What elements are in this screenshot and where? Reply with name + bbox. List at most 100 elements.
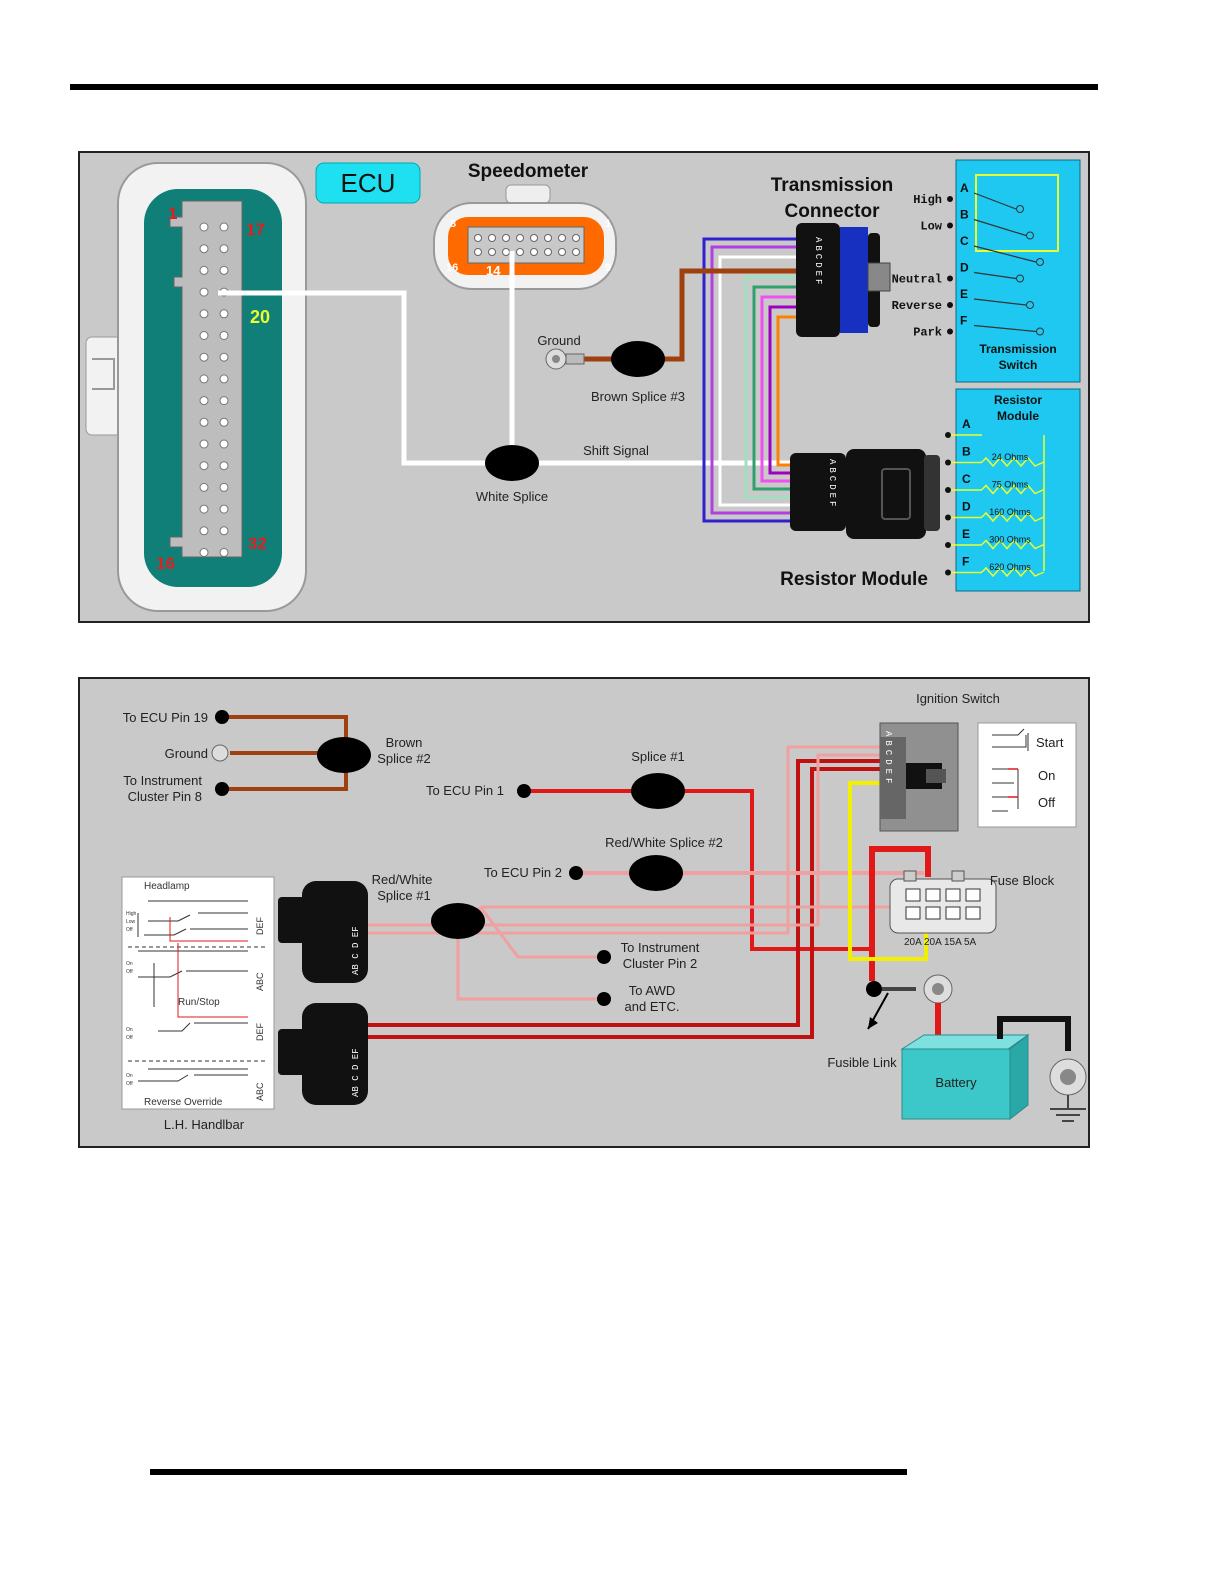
switch-contact	[1026, 301, 1034, 309]
speedometer-connector: Speedometer 8 1 16 14 9	[433, 161, 617, 290]
trans-switch-letter: E	[960, 287, 968, 301]
sw-on-3: On	[126, 1073, 133, 1079]
trans-switch-letter: A	[960, 181, 969, 195]
resistor-connector-pins: ABCDEF	[827, 459, 837, 509]
ground2: Ground	[165, 746, 208, 761]
ecu-pin	[219, 526, 229, 536]
switch-contact	[1036, 327, 1044, 336]
fuse-slot	[945, 888, 961, 902]
to-ecu-pin2: To ECU Pin 2	[484, 865, 562, 880]
wire-bundle	[702, 237, 798, 523]
switch-terminal	[947, 196, 953, 202]
handlebar-connector-bottom-pins: AB C D EF	[351, 1048, 361, 1097]
battery: Battery	[900, 1033, 1030, 1121]
ecu-pin	[199, 374, 209, 384]
speedo-pin-1: 1	[605, 218, 611, 230]
resistor-ohms-label: 24 Ohms	[992, 452, 1029, 462]
to-instrument-pin2-2: Cluster Pin 2	[623, 956, 697, 971]
speedometer-pin	[558, 248, 566, 256]
sw-off-3: Off	[126, 1035, 133, 1041]
ecu-pin	[199, 526, 209, 536]
speedo-pin-14: 14	[486, 263, 501, 278]
fuse-slot	[945, 906, 961, 920]
ecu-pin	[199, 265, 209, 275]
trans-switch-letter: F	[960, 314, 967, 328]
ignition-wiring-diagram: To ECU Pin 19 Ground To Instrument Clust…	[78, 677, 1090, 1148]
to-awd-1: To AWD	[629, 983, 675, 998]
ignition-legend: Start On Off	[977, 722, 1077, 828]
resistor-zigzag	[981, 566, 1045, 578]
fuse-rating: 20A	[904, 937, 922, 948]
handlebar-connector-top-pins: AB C D EF	[351, 926, 361, 975]
fuse-block-label: Fuse Block	[990, 873, 1055, 888]
resistor-letter: A	[962, 417, 971, 431]
sw-on-1: On	[126, 961, 133, 967]
sw-off-4: Off	[126, 1081, 133, 1087]
switch-terminal	[947, 302, 953, 308]
trans-switch-letter: C	[960, 234, 969, 248]
ecu-pin	[219, 374, 229, 384]
ignition-switch: Ignition Switch ABCDEF	[879, 691, 1000, 832]
handlebar-connector-bottom: AB C D EF	[278, 1003, 368, 1105]
sw-on-2: On	[126, 1027, 133, 1033]
battery-ground-wire	[997, 1016, 1071, 1051]
handlebar-connector-top: AB C D EF	[278, 881, 368, 983]
speedometer-pin	[572, 248, 580, 256]
ecu-pin	[219, 244, 229, 254]
resistor-terminal	[945, 514, 951, 521]
trans-switch-letter: D	[960, 261, 969, 275]
handlebar-title: L.H. Handlbar	[164, 1117, 245, 1132]
ecu-pin	[219, 482, 229, 492]
to-ecu-pin19: To ECU Pin 19	[123, 710, 208, 725]
ecu-pin	[219, 309, 229, 319]
speedo-pin-9: 9	[605, 262, 611, 274]
resistor-zigzag	[981, 456, 1045, 468]
transmission-switch-title-1: Transmission	[979, 342, 1056, 356]
speedometer-pin	[488, 234, 496, 242]
trans-switch-label: Low	[920, 220, 942, 234]
resistor-module-title-2: Module	[997, 409, 1039, 423]
resistor-ohms-label: 160 Ohms	[989, 507, 1031, 517]
switch-lever	[973, 218, 1027, 237]
to-instrument-pin2-1: To Instrument	[621, 940, 700, 955]
speedometer-pin	[488, 248, 496, 256]
speedometer-pin	[530, 248, 538, 256]
handlebar-reverse-override: Reverse Override	[144, 1097, 223, 1108]
speedo-pin-8: 8	[450, 218, 456, 230]
speedometer-pin	[502, 234, 510, 242]
handlebar-letters-4: ABC	[255, 1082, 265, 1101]
ground-terminal: Ground	[537, 333, 585, 370]
rw-splice1-label-1: Red/White	[372, 872, 433, 887]
speedometer-pin	[474, 234, 482, 242]
ecu-pin	[199, 396, 209, 406]
splice1-label: Splice #1	[631, 749, 684, 764]
transmission-connector-title-2: Connector	[785, 201, 881, 222]
ground-symbol	[1049, 1058, 1087, 1122]
resistor-terminal	[945, 487, 951, 493]
resistor-letter: C	[962, 472, 971, 486]
speedometer-pin	[502, 248, 510, 256]
resistor-module-title-1: Resistor	[994, 393, 1042, 407]
handlebar-run-stop: Run/Stop	[178, 997, 220, 1008]
bottom-rule	[150, 1469, 907, 1475]
ecu-pin	[219, 504, 229, 514]
ecu-pin	[219, 222, 229, 232]
ecu-pin	[199, 482, 209, 492]
transmission-wiring-diagram: 1 17 20 16 32 ECU Speedometer 8 1 16 14 …	[78, 151, 1090, 623]
to-instrument-pin8-1: To Instrument	[123, 773, 202, 788]
ecu-pin	[219, 265, 229, 275]
to-ecu-pin1: To ECU Pin 1	[426, 783, 504, 798]
resistor-letter: F	[962, 555, 969, 569]
fuse-rating: 5A	[964, 937, 977, 948]
ecu-pin	[219, 461, 229, 471]
switch-lever	[973, 271, 1017, 280]
switch-contact	[1016, 274, 1024, 283]
resistor-zigzag	[981, 539, 1045, 550]
resistor-ohms-label: 300 Ohms	[989, 535, 1031, 545]
resistor-letter: B	[962, 445, 971, 459]
switch-contact	[1026, 231, 1034, 240]
ecu-pin	[219, 439, 229, 449]
